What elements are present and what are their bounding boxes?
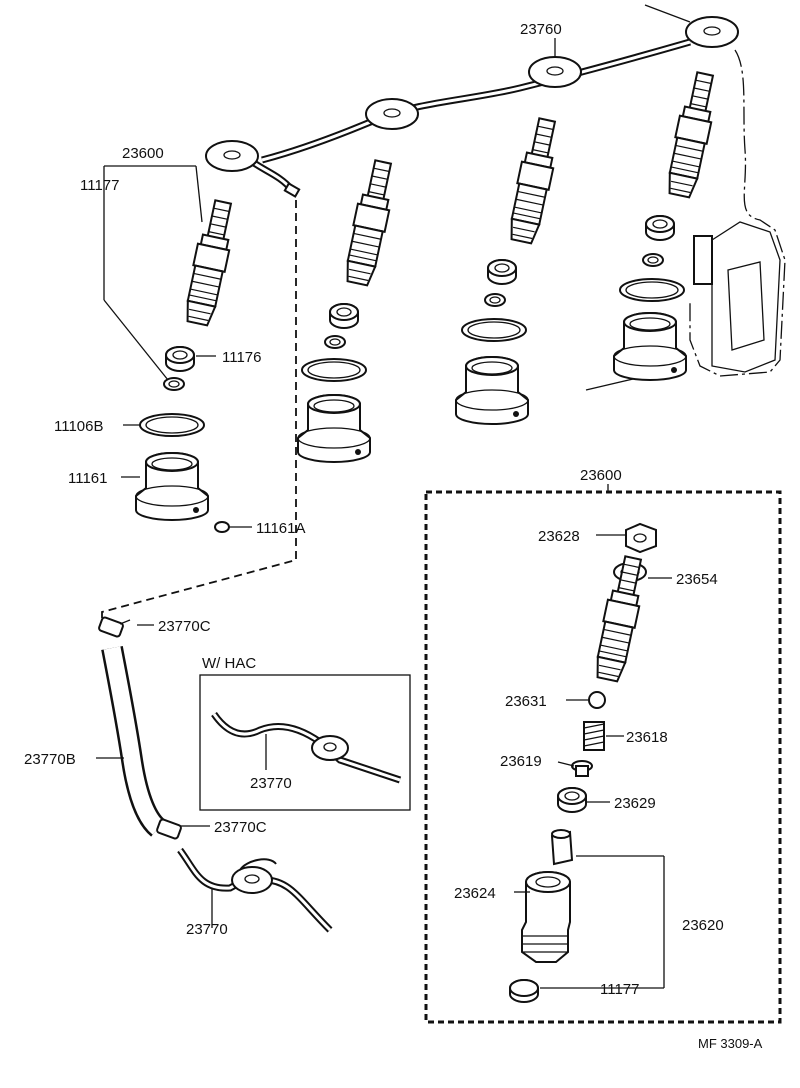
holder-col4 xyxy=(613,312,687,381)
label-23760: 23760 xyxy=(520,21,562,38)
holder-col3 xyxy=(455,356,529,425)
pin-11161a xyxy=(214,521,230,533)
gasket-11177-col1 xyxy=(163,377,185,391)
seat-11176 xyxy=(165,346,195,372)
label-23600-box: 23600 xyxy=(580,467,622,484)
gasket-col2 xyxy=(324,335,346,349)
leaders-exploded xyxy=(514,534,672,989)
return-path-dashed xyxy=(101,200,297,628)
clip-lower xyxy=(156,818,190,840)
label-11106b: 11106B xyxy=(54,418,104,435)
label-11161: 11161 xyxy=(68,470,108,487)
label-11176: 11176 xyxy=(222,349,262,366)
seat-col4 xyxy=(645,215,675,241)
holder-11161 xyxy=(135,452,209,521)
label-23629: 23629 xyxy=(614,795,656,812)
injector-4 xyxy=(662,69,722,200)
gasket-col3 xyxy=(484,293,506,307)
spacer-23629 xyxy=(557,787,587,813)
ring-col3 xyxy=(461,318,527,342)
label-11177-top: 11177 xyxy=(80,177,120,194)
ring-col4 xyxy=(619,278,685,302)
exploded-box xyxy=(424,484,782,1024)
gasket-col4 xyxy=(642,253,664,267)
label-23770-hac: 23770 xyxy=(250,775,292,792)
banjo-eye-2 xyxy=(365,98,419,130)
seat-col3 xyxy=(487,259,517,285)
banjo-eye-4 xyxy=(685,16,739,48)
label-23618: 23618 xyxy=(626,729,668,746)
label-23624: 23624 xyxy=(454,885,496,902)
label-23770c-upper: 23770C xyxy=(158,618,211,635)
label-23654: 23654 xyxy=(676,571,718,588)
label-11161a: 11161A xyxy=(256,520,306,537)
label-11177-box: 11177 xyxy=(600,981,640,998)
nut-23628 xyxy=(625,522,657,554)
seat-23619 xyxy=(571,760,593,777)
injector-2 xyxy=(340,157,400,288)
label-23631: 23631 xyxy=(505,693,547,710)
ball-23631 xyxy=(588,691,606,709)
leaders-top-left xyxy=(103,38,556,528)
label-23770b: 23770B xyxy=(24,751,76,768)
cylinder-head-outline xyxy=(585,49,786,391)
hose-23770b xyxy=(101,645,166,837)
delivery-pipe xyxy=(205,4,739,198)
label-23628: 23628 xyxy=(538,528,580,545)
body-23624 xyxy=(521,871,571,963)
injector-1 xyxy=(180,197,240,328)
banjo-eye-1 xyxy=(205,140,259,172)
label-23619: 23619 xyxy=(500,753,542,770)
label-hac-title: W/ HAC xyxy=(202,655,256,672)
pipe-23770-lower xyxy=(177,847,333,933)
seat-col2 xyxy=(329,303,359,329)
injector-3 xyxy=(504,115,564,246)
gasket-11177-box xyxy=(509,979,539,1003)
ring-col2 xyxy=(301,358,367,382)
clip-upper xyxy=(98,616,131,638)
label-23770-lower: 23770 xyxy=(186,921,228,938)
banjo-eye-3 xyxy=(528,56,582,88)
holder-col2 xyxy=(297,394,371,463)
diagram-code: MF 3309-A xyxy=(698,1036,763,1051)
hac-box xyxy=(199,674,411,811)
ring-11106b xyxy=(139,413,205,437)
label-23620: 23620 xyxy=(682,917,724,934)
nozzle-needle xyxy=(550,829,574,866)
label-23600-top: 23600 xyxy=(122,145,164,162)
label-23770c-lower: 23770C xyxy=(214,819,267,836)
spring-23618 xyxy=(583,721,605,751)
